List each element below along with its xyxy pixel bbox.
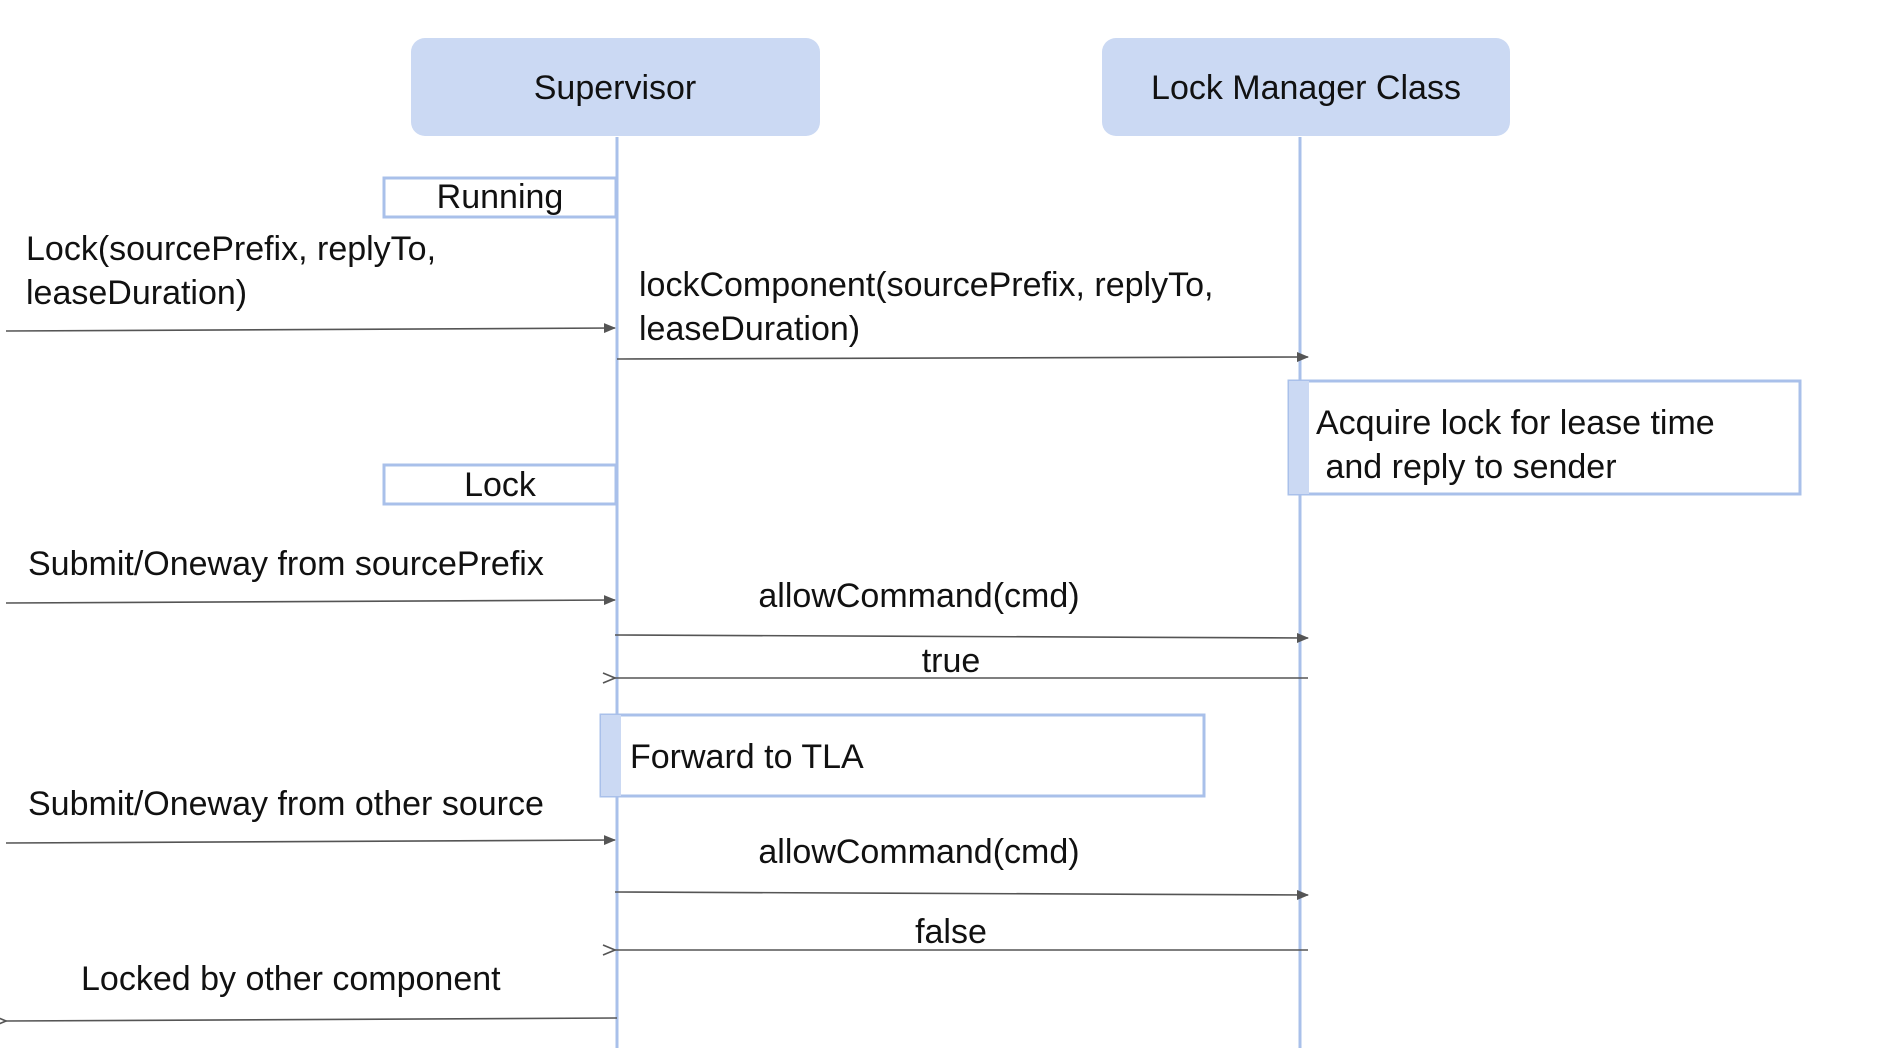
state-running: Running	[382, 176, 618, 219]
participant-lock-manager: Lock Manager Class	[1102, 38, 1510, 136]
locked-by-other-label: Locked by other component	[81, 960, 501, 998]
reply-false-label: false	[915, 913, 987, 951]
state-lock-box	[382, 463, 618, 506]
lock-component-label-line1: lockComponent(sourcePrefix, replyTo,	[639, 266, 1213, 304]
note-acquire-lock-line1: Acquire lock for lease time	[1316, 404, 1715, 442]
state-lock-label: Lock	[464, 466, 537, 504]
note-forward-to-tla: Forward to TLA	[599, 713, 1206, 798]
submit-from-source-arrow	[5, 595, 616, 606]
note-forward-box	[599, 713, 1206, 798]
allow-command-1-arrow	[614, 632, 1309, 643]
lock-component-label-line2: leaseDuration)	[639, 310, 860, 348]
state-running-label: Running	[437, 178, 564, 216]
note-forward-activation-bar	[601, 715, 621, 796]
submit-from-other-label: Submit/Oneway from other source	[28, 785, 544, 823]
locked-by-other-arrow	[6, 1018, 618, 1021]
note-acquire-lock-box	[1287, 379, 1802, 496]
allow-command-1-label: allowCommand(cmd)	[758, 577, 1079, 615]
allow-command-2-label: allowCommand(cmd)	[758, 833, 1079, 871]
state-running-box	[382, 176, 618, 219]
lock-component-arrow	[616, 352, 1309, 363]
submit-from-other-arrow	[5, 835, 616, 846]
allow-command-2-arrow	[614, 889, 1309, 900]
lock-request-arrow	[5, 323, 616, 334]
participant-supervisor-box	[411, 38, 820, 136]
participant-lock-manager-label: Lock Manager Class	[1151, 69, 1461, 107]
participant-supervisor: Supervisor	[411, 38, 820, 136]
note-forward-label: Forward to TLA	[630, 738, 864, 776]
submit-from-source-label: Submit/Oneway from sourcePrefix	[28, 545, 544, 583]
note-acquire-lock: Acquire lock for lease time and reply to…	[1287, 379, 1802, 496]
note-acquire-lock-activation-bar	[1289, 381, 1309, 494]
reply-true-label: true	[922, 642, 981, 680]
lock-request-label-line2: leaseDuration)	[26, 274, 247, 312]
lock-request-label-line1: Lock(sourcePrefix, replyTo,	[26, 230, 436, 268]
note-acquire-lock-line2: and reply to sender	[1316, 448, 1617, 486]
participant-supervisor-label: Supervisor	[534, 69, 697, 107]
participant-lock-manager-box	[1102, 38, 1510, 136]
state-lock: Lock	[382, 463, 618, 506]
